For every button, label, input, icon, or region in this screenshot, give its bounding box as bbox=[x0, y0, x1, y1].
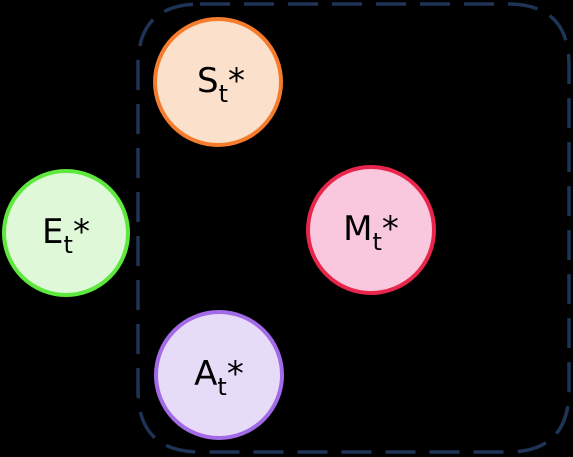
node-m-circle bbox=[306, 165, 436, 295]
node-s-circle bbox=[153, 17, 283, 147]
node-s-label: St* bbox=[197, 61, 245, 108]
node-e-label: Et* bbox=[42, 212, 90, 259]
dashed-group-boundary bbox=[136, 2, 571, 454]
node-s-t: St* bbox=[153, 17, 283, 147]
node-e-circle bbox=[2, 169, 130, 297]
node-a-t: At* bbox=[154, 310, 284, 440]
node-a-circle bbox=[154, 310, 284, 440]
node-m-t: Mt* bbox=[306, 165, 436, 295]
node-m-label: Mt* bbox=[343, 209, 399, 256]
node-e-t: Et* bbox=[2, 169, 130, 297]
node-a-label: At* bbox=[194, 354, 244, 401]
